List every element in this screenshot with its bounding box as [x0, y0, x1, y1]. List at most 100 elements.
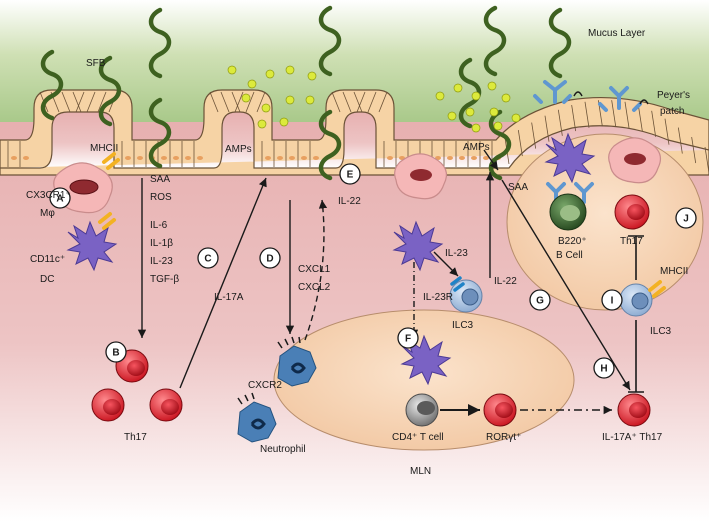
cell-border: [378, 91, 388, 113]
amp-dot: [489, 107, 499, 117]
cell-border: [531, 122, 537, 149]
cells: [53, 132, 666, 443]
neutrophil-group: [237, 336, 317, 443]
cell-border: [342, 91, 352, 113]
panel-badge-b: [105, 341, 127, 363]
dendritic-cell: [400, 334, 452, 386]
panel-badge-f: [397, 327, 419, 349]
cell-border: [557, 109, 563, 136]
cell-border: [86, 91, 96, 113]
ros-label: ROS: [150, 192, 172, 203]
cell-nucleus: [459, 156, 465, 160]
panel-badge-label: J: [683, 214, 689, 225]
amp-dot: [285, 65, 295, 75]
saa-label: SAA: [150, 174, 170, 185]
neutrophil-label: Neutrophil: [260, 444, 306, 455]
sfb-label: SFB: [86, 58, 106, 69]
cxcl2-label: CXCL2: [298, 282, 331, 293]
cell-border: [331, 91, 341, 113]
amp-dots-group: [227, 65, 521, 133]
amps-label-right: AMPs: [463, 142, 490, 153]
amp-dot: [241, 93, 251, 103]
il23-g-label: IL-23: [445, 248, 468, 259]
amp-dot: [435, 91, 445, 101]
cell-nucleus: [23, 156, 29, 160]
il22-e-label: IL-22: [338, 196, 361, 207]
cell-nucleus: [161, 156, 167, 160]
dendritic-cell: [544, 132, 596, 184]
cd4-t-cell: [405, 393, 439, 427]
sfb-bacterium-icon: [98, 55, 122, 127]
panel-badge-label: D: [266, 254, 273, 265]
cell-border: [75, 91, 85, 113]
cell-border: [584, 101, 590, 128]
amp-dot: [487, 81, 497, 91]
dc-label: DC: [40, 274, 54, 285]
panel-badge-label: H: [600, 364, 607, 375]
peyers-patch-label-line2: patch: [660, 106, 684, 117]
il17a-th17-cell: [617, 393, 651, 427]
sfb-bacterium-icon: [148, 97, 172, 169]
amp-dot: [265, 69, 275, 79]
mphi-label: Mφ: [40, 208, 55, 219]
antibody-hinge-group: [573, 91, 649, 105]
panel-badge-label: C: [204, 254, 211, 265]
il23-label: IL-23: [150, 256, 173, 267]
cx3cr1-label: CX3CR1⁺: [26, 190, 71, 201]
antibody-icon: [574, 182, 594, 204]
arrow-amps-to-saa: [483, 149, 499, 171]
epithelium: [0, 89, 709, 176]
ilc3-cell: [449, 276, 483, 313]
antibody-icon: [609, 86, 629, 110]
hinge-icon: [639, 99, 649, 105]
cell-border: [97, 91, 107, 113]
panel-badge-i: [601, 289, 623, 311]
antibody-icon: [533, 94, 572, 104]
sfb-bacterium-icon: [548, 7, 572, 79]
cell-nucleus: [313, 156, 319, 160]
cell-nucleus: [387, 156, 393, 160]
panel-badge-label: A: [56, 194, 63, 205]
cell-nucleus: [483, 156, 489, 160]
cell-nucleus: [471, 156, 477, 160]
cell-border: [664, 118, 670, 145]
cell-border: [367, 91, 377, 113]
cell-nucleus: [277, 156, 283, 160]
amp-dot: [471, 123, 481, 133]
panel-badge-e: [339, 163, 361, 185]
amp-dot: [453, 83, 463, 93]
panel-badge-label: B: [112, 348, 119, 359]
panel-badge-d: [259, 247, 281, 269]
bcell-label: B Cell: [556, 250, 583, 261]
cell-border: [72, 91, 82, 113]
cell-nucleus: [11, 156, 17, 160]
sfb-bacterium-icon: [458, 57, 482, 129]
cell-nucleus: [173, 156, 179, 160]
ilc3-g-label: ILC3: [452, 320, 474, 331]
cell-border: [637, 105, 643, 132]
b220-label: B220⁺: [558, 236, 587, 247]
cell-border: [691, 137, 697, 164]
panel-badge-g: [529, 289, 551, 311]
mln-label: MLN: [410, 466, 431, 477]
sfb-bacterium-icon: [483, 5, 507, 77]
cell-border: [356, 91, 366, 113]
sfb-bacterium-icon: [318, 5, 342, 77]
cell-border: [544, 115, 550, 142]
cxcl1-label: CXCL1: [298, 264, 331, 275]
cell-border: [245, 91, 255, 113]
cxcr2-label: CXCR2: [248, 380, 282, 391]
cell-border: [517, 130, 523, 157]
th17-b-label: Th17: [124, 432, 147, 443]
cell-border: [256, 91, 266, 113]
hinge-icon: [573, 91, 583, 97]
panel-badge-label: F: [405, 334, 411, 345]
arrows: [137, 149, 644, 416]
cell-nucleus: [137, 156, 143, 160]
il23r-label: IL-23R: [423, 292, 453, 303]
inhibit-ilc3-to-th17-patch: [628, 235, 644, 280]
panel-badge-label: I: [611, 296, 614, 307]
b-cell: [549, 193, 587, 231]
mln-organ: [273, 309, 575, 451]
